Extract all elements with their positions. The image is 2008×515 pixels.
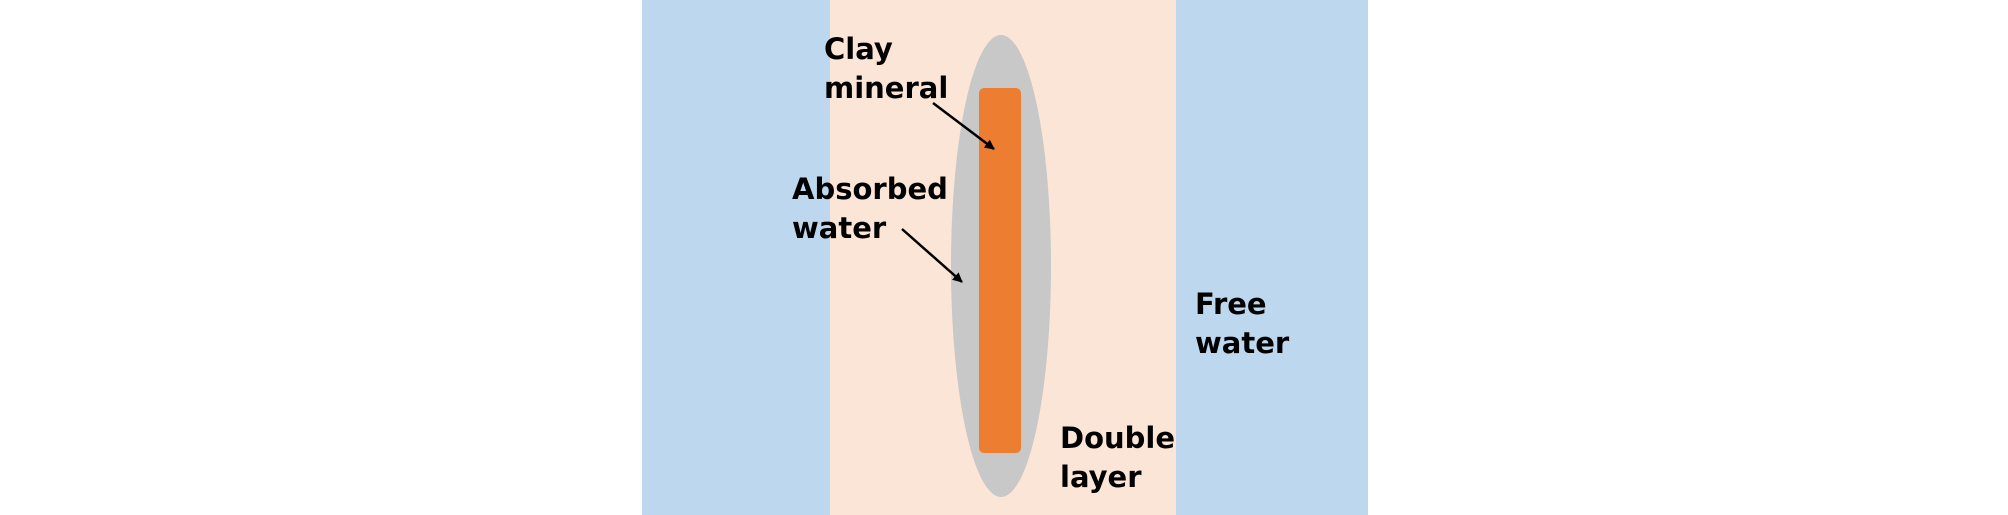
clay-mineral-label-line-2: mineral — [824, 71, 949, 105]
double-layer-label: Double layer — [1060, 419, 1175, 497]
clay-mineral-label: Clay mineral — [824, 30, 948, 108]
free-water-label-line-1: Free — [1195, 287, 1267, 321]
double-layer-label-line-1: Double — [1060, 421, 1176, 455]
absorbed-water-label-line-2: water — [792, 211, 887, 245]
free-water-label-line-2: water — [1195, 326, 1290, 360]
double-layer-label-line-2: layer — [1060, 460, 1142, 494]
free-water-region-left — [642, 0, 830, 515]
clay-mineral-particle — [979, 88, 1021, 453]
free-water-region-right — [1176, 0, 1368, 515]
absorbed-water-arrow — [901, 228, 963, 283]
clay-mineral-arrow — [932, 102, 995, 150]
clay-mineral-label-line-1: Clay — [824, 32, 893, 66]
free-water-label: Free water — [1195, 285, 1289, 363]
absorbed-water-label-line-1: Absorbed — [792, 172, 948, 206]
absorbed-water-label: Absorbed water — [792, 170, 948, 248]
